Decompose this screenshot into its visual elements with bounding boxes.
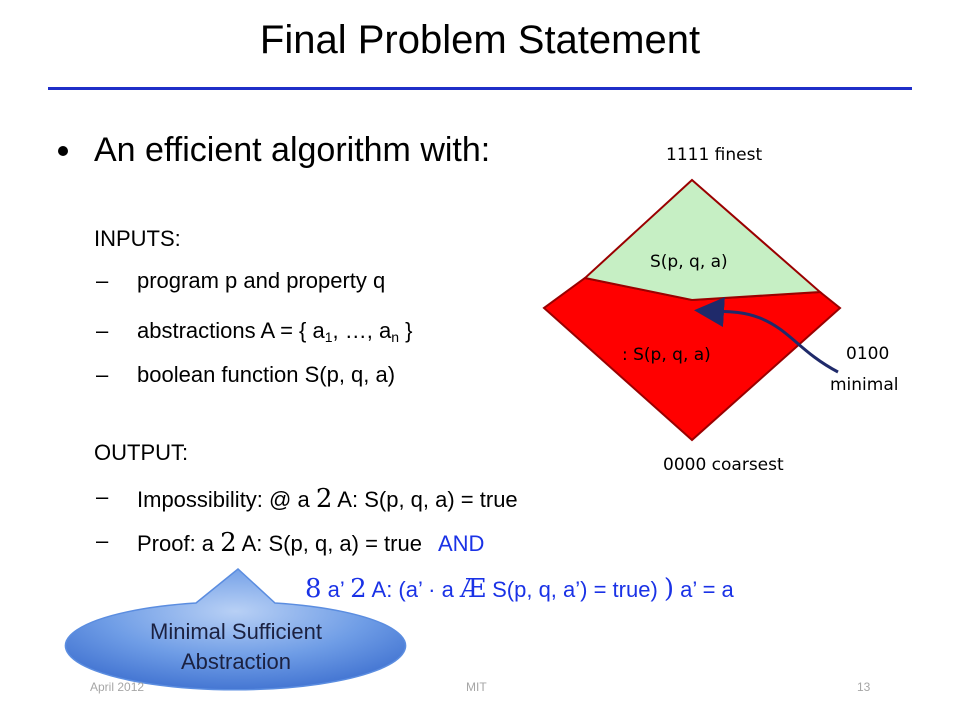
input-item-program: program p and property q [137, 268, 386, 293]
sufficient-region [582, 178, 823, 302]
output-proof: Proof: a 2 A: S(p, q, a) = true AND [137, 528, 484, 558]
text-segment: A: (a’ [366, 577, 429, 602]
footer-center: MIT [466, 680, 487, 694]
callout-line: Minimal Sufficient [150, 619, 322, 644]
title-underline [48, 87, 912, 90]
input-item-abstractions: abstractions A = { a1, …, an } [137, 318, 413, 345]
text-segment: Impossibility: [137, 487, 270, 512]
sufficient-region-label: S(p, q, a) [650, 252, 728, 272]
bullet-dot [58, 146, 68, 156]
diagram-bottom-label: 0000 coarsest [663, 455, 784, 475]
page-number: 13 [857, 680, 871, 694]
callout-text: Minimal Sufficient Abstraction [66, 617, 406, 677]
callout-shape [64, 568, 407, 691]
footer-date: April 2012 [90, 680, 145, 694]
dash: – [96, 318, 109, 343]
minimal-label-text: minimal [830, 375, 899, 395]
subscript: n [391, 329, 400, 345]
minimal-label-code: 0100 [846, 344, 890, 364]
text-segment: , …, a [332, 318, 392, 343]
text-segment: a’ [321, 577, 351, 602]
slide-title: Final Problem Statement [259, 18, 701, 62]
text-segment: S(p, q, a’) = true) [486, 577, 664, 602]
text-segment: abstractions A = { a [137, 318, 325, 343]
text-segment: A: S(p, q, a) = true [236, 531, 422, 556]
and-keyword: AND [437, 531, 485, 556]
symbol: Æ [459, 574, 486, 604]
subscript: 1 [324, 329, 333, 345]
output-label: OUTPUT: [94, 440, 189, 465]
output-minimality-condition: 8 a’ 2 A: (a’ · a Æ S(p, q, a’) = true) … [305, 574, 734, 604]
dash: – [96, 362, 109, 387]
bullet-text: An efficient algorithm with: [94, 131, 491, 169]
minimal-arrow [694, 297, 839, 374]
callout-line: Abstraction [180, 649, 292, 674]
symbol: · [428, 577, 436, 602]
insufficient-region-label: : S(p, q, a) [622, 345, 711, 365]
input-item-boolean: boolean function S(p, q, a) [137, 362, 396, 387]
dash: – [96, 268, 109, 293]
symbol: 8 [305, 574, 322, 604]
diagram-top-label: 1111 finest [666, 145, 763, 165]
text-segment: a’ = a [674, 577, 734, 602]
text-segment: a [291, 487, 316, 512]
symbol: @ [269, 487, 292, 512]
dash: – [96, 528, 109, 553]
text-segment: a [435, 577, 460, 602]
text-segment: } [399, 318, 413, 343]
output-impossibility: Impossibility: @ a 2 A: S(p, q, a) = tru… [137, 484, 518, 514]
symbol: 2 [315, 484, 333, 514]
symbol: 2 [350, 574, 367, 604]
dash: – [96, 484, 109, 509]
symbol: 2 [220, 528, 237, 558]
text-segment: A: S(p, q, a) = true [332, 487, 518, 512]
symbol: ) [663, 574, 675, 604]
text-segment: Proof: a [137, 531, 221, 556]
inputs-label: INPUTS: [94, 226, 181, 251]
